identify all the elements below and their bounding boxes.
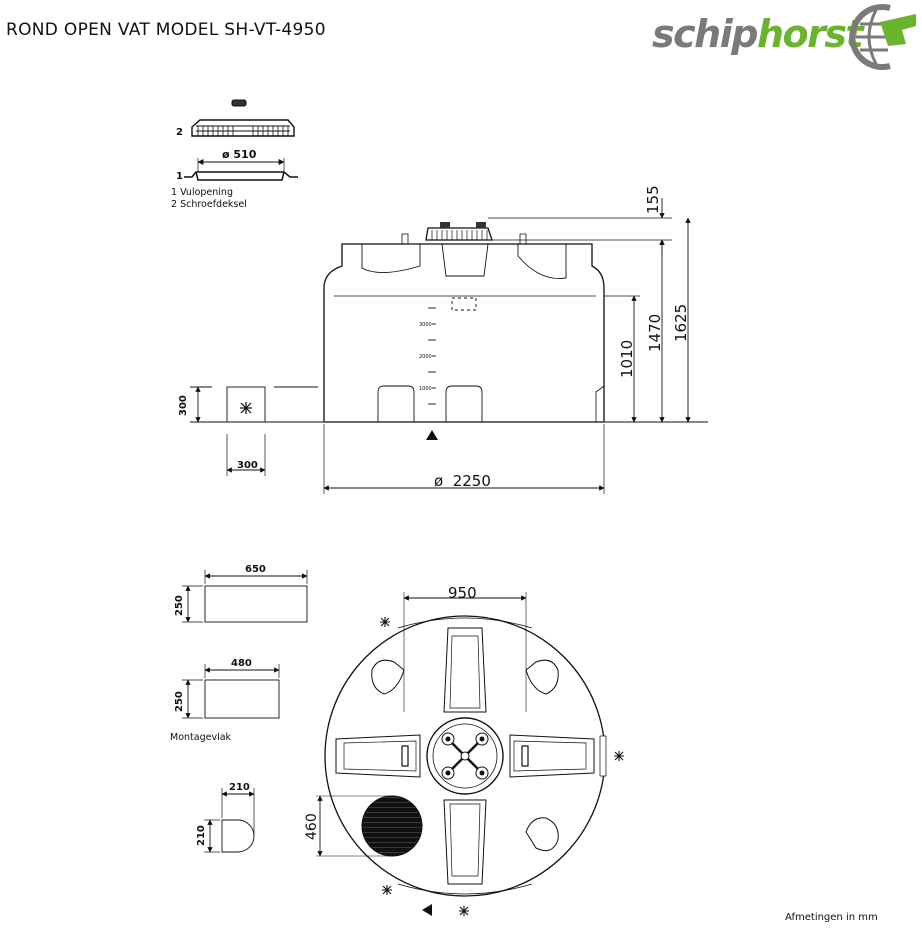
front-marker-icon xyxy=(426,430,438,440)
montagevlak-label: Montagevlak xyxy=(170,732,232,743)
scale-label-3000: 3000 xyxy=(419,322,432,328)
dim-480: 480 xyxy=(231,658,252,669)
dim-body-height: 1470 xyxy=(646,314,664,352)
front-marker-top-icon xyxy=(422,904,432,916)
dim-250-second: 250 xyxy=(174,691,185,712)
dim-210-height: 210 xyxy=(196,825,207,846)
page-title: ROND OPEN VAT MODEL SH-VT-4950 xyxy=(6,20,326,40)
plan-rectangles xyxy=(182,570,308,853)
globe-icon xyxy=(849,4,916,70)
dim-250-first: 250 xyxy=(174,595,185,616)
tank-top-view xyxy=(316,592,624,916)
dim-650: 650 xyxy=(245,564,266,575)
units-note: Afmetingen in mm xyxy=(785,912,878,923)
dim-opening-diameter: ø 510 xyxy=(222,148,257,161)
cover-label-number: 2 xyxy=(176,127,183,138)
logo-text-part1: schip xyxy=(652,12,758,56)
dim-460: 460 xyxy=(304,813,320,840)
logo-text-part2: horst xyxy=(756,12,864,56)
company-logo: schiphorst xyxy=(650,0,920,70)
scale-label-2000: 2000 xyxy=(419,354,432,360)
dim-210-width: 210 xyxy=(229,782,250,793)
dim-inner-height: 1010 xyxy=(618,340,636,378)
dim-foot-height: 300 xyxy=(178,395,189,416)
dim-total-height: 1625 xyxy=(672,304,690,342)
side-dimensions xyxy=(323,198,696,494)
dim-lid-height: 155 xyxy=(644,185,662,214)
tank-side-view xyxy=(323,222,605,423)
dim-tank-diameter: ø 2250 xyxy=(434,472,491,490)
cover-detail xyxy=(184,99,298,181)
scale-label-1000: 1000 xyxy=(419,386,432,392)
opening-label-number: 1 xyxy=(176,171,183,182)
logo-wordmark: schiphorst xyxy=(652,12,864,56)
dim-foot-width: 300 xyxy=(237,460,258,471)
dim-950: 950 xyxy=(448,584,477,602)
legend-opening: 1 Vulopening xyxy=(171,187,233,198)
legend-cover: 2 Schroefdeksel xyxy=(171,199,247,210)
